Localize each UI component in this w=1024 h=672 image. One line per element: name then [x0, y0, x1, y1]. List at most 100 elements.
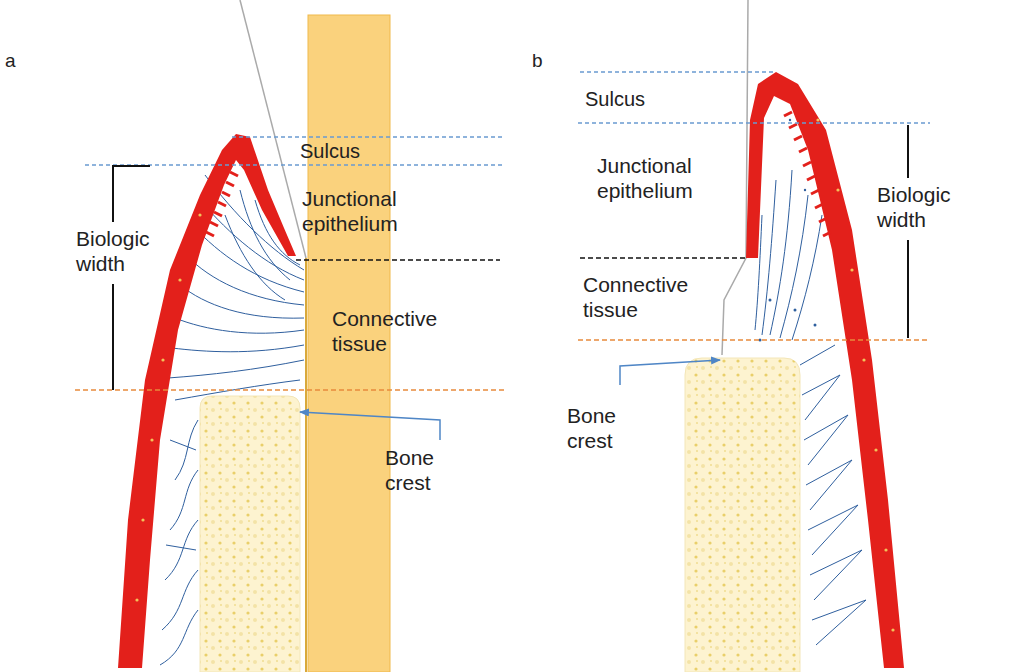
bone [685, 358, 800, 672]
fiber [780, 195, 808, 338]
sulcus-top-line [232, 136, 505, 137]
zone-label: Sulcus [300, 140, 430, 162]
bone-crest-line [75, 389, 505, 391]
fiber [762, 180, 776, 335]
fiber [192, 225, 304, 292]
dot [789, 119, 791, 121]
epithelium-bottom-line [580, 257, 745, 259]
rete-peg [807, 176, 815, 180]
leader-arrow [620, 360, 720, 385]
rete-peg [226, 182, 234, 186]
rete-peg [784, 112, 792, 116]
dot [814, 324, 817, 327]
fiber [165, 520, 198, 580]
dot [135, 598, 138, 601]
fiber-dots [759, 119, 817, 342]
dot [816, 118, 819, 121]
rete-peg [222, 192, 230, 196]
rete-pegs [206, 172, 238, 236]
fiber [170, 440, 196, 450]
bone-texture [200, 396, 300, 672]
zone-label: Connective tissue [332, 306, 457, 356]
fiber [808, 505, 858, 555]
bracket-line [112, 284, 114, 390]
zone-label: Sulcus [585, 88, 715, 110]
rete-peg [803, 162, 811, 166]
dot [161, 358, 164, 361]
bracket-line [907, 125, 909, 178]
dot [874, 448, 877, 451]
fiber [180, 285, 304, 318]
leader-arrow [300, 412, 440, 440]
bone-crest-line [578, 339, 930, 341]
dot [836, 188, 839, 191]
zone-label: Connective tissue [583, 272, 713, 322]
dot [178, 278, 181, 281]
dot [891, 628, 894, 631]
callout-label: Bone crest [567, 403, 659, 453]
dot [198, 213, 201, 216]
dimension-label: Biologic width [877, 182, 972, 232]
dot [150, 438, 153, 441]
bracket-line [112, 165, 114, 222]
gingiva-dots [135, 213, 201, 601]
fiber [170, 470, 198, 530]
rete-peg [811, 190, 819, 194]
fiber [175, 420, 198, 480]
rete-pegs [784, 112, 831, 236]
fiber [186, 255, 304, 305]
bracket-line [907, 240, 909, 338]
sulcus-bottom-line [578, 122, 930, 123]
epithelium-bottom-line [296, 259, 500, 261]
rete-peg [210, 222, 218, 226]
tooth-surface [722, 0, 748, 355]
sulcus-top-line [580, 71, 776, 72]
biologic-width-bracket [907, 125, 909, 338]
bracket-tick [113, 165, 150, 167]
rete-peg [230, 172, 238, 176]
fiber [175, 318, 304, 333]
dot [804, 189, 806, 191]
fiber [168, 360, 304, 378]
rete-peg [819, 218, 827, 222]
gingiva [746, 72, 904, 668]
rete-peg [214, 212, 222, 216]
fiber [162, 570, 198, 630]
fiber [160, 610, 198, 665]
fiber [812, 600, 866, 645]
fiber [770, 170, 792, 335]
rete-peg [799, 148, 807, 152]
fiber [792, 215, 822, 340]
zone-label: Junctional epithelium [597, 153, 737, 203]
rete-peg [823, 232, 831, 236]
dot [884, 548, 887, 551]
dimension-label: Biologic width [76, 226, 171, 276]
callout-label: Bone crest [385, 445, 477, 495]
sulcus-bottom-line [85, 164, 505, 165]
fiber [802, 375, 840, 420]
fiber [172, 345, 304, 352]
dot [850, 268, 853, 271]
implant-surface [305, 258, 307, 672]
bone-texture [685, 358, 800, 672]
panel-letter: a [5, 50, 16, 73]
zone-label: Junctional epithelium [302, 186, 442, 236]
fiber [166, 545, 196, 550]
dot [141, 518, 144, 521]
rete-peg [218, 202, 226, 206]
rete-peg [206, 232, 214, 236]
fiber [800, 345, 835, 365]
dot [862, 358, 865, 361]
fiber [804, 415, 848, 465]
gingiva [118, 134, 296, 668]
rete-peg [815, 204, 823, 208]
biologic-width-bracket [113, 165, 150, 390]
fiber [806, 460, 852, 510]
rete-peg [794, 136, 802, 140]
fiber [810, 550, 862, 600]
panel-letter: b [532, 50, 543, 73]
rete-peg [789, 124, 797, 128]
bone [200, 396, 300, 672]
